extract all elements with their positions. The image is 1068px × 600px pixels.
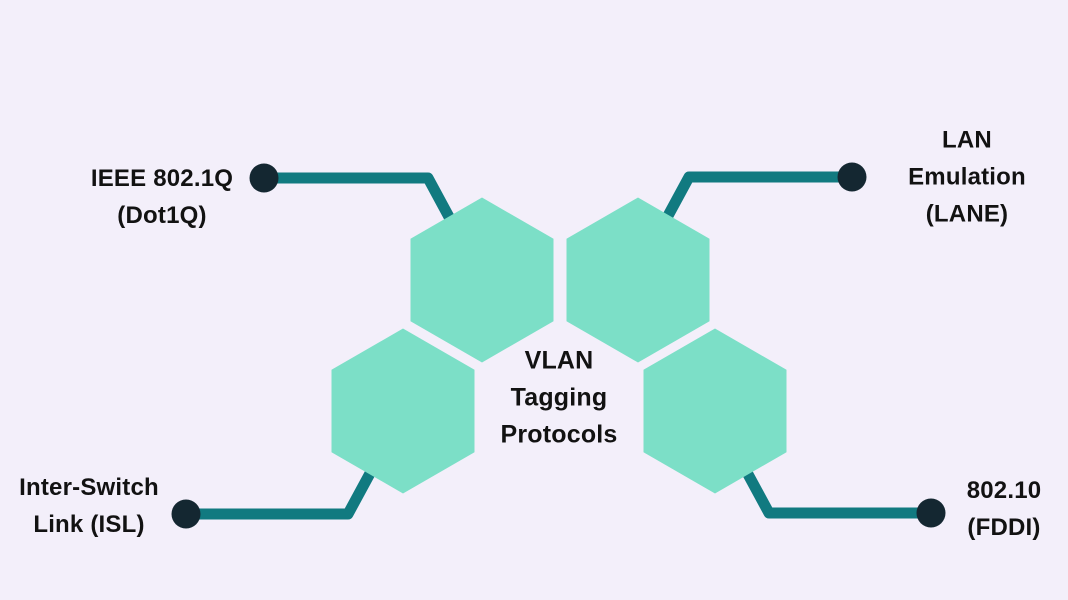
hexagon-top-left	[410, 197, 554, 363]
connector-bottom-right	[738, 462, 931, 519]
connector-top-left	[264, 172, 460, 231]
node-dot-bottom-right	[916, 498, 946, 528]
connector-top-right	[658, 171, 852, 228]
node-label-inter-switch-link: Inter-Switch Link (ISL)	[19, 474, 159, 538]
hexagon-bottom-left	[331, 328, 475, 494]
node-dot-top-left	[249, 163, 279, 193]
node-label-802-10-fddi: 802.10 (FDDI)	[966, 477, 1042, 541]
node-label-lan-emulation: LAN Emulation (LANE)	[908, 126, 1026, 228]
diagram-title: VLAN Tagging Protocols	[500, 346, 618, 449]
connector-bottom-left	[186, 463, 379, 520]
hexagon-bottom-right	[643, 328, 787, 494]
node-dot-bottom-left	[171, 499, 201, 529]
hexagon-top-right	[566, 197, 710, 363]
node-dot-top-right	[837, 162, 867, 192]
node-label-ieee-802-1q: IEEE 802.1Q (Dot1Q)	[90, 165, 234, 229]
